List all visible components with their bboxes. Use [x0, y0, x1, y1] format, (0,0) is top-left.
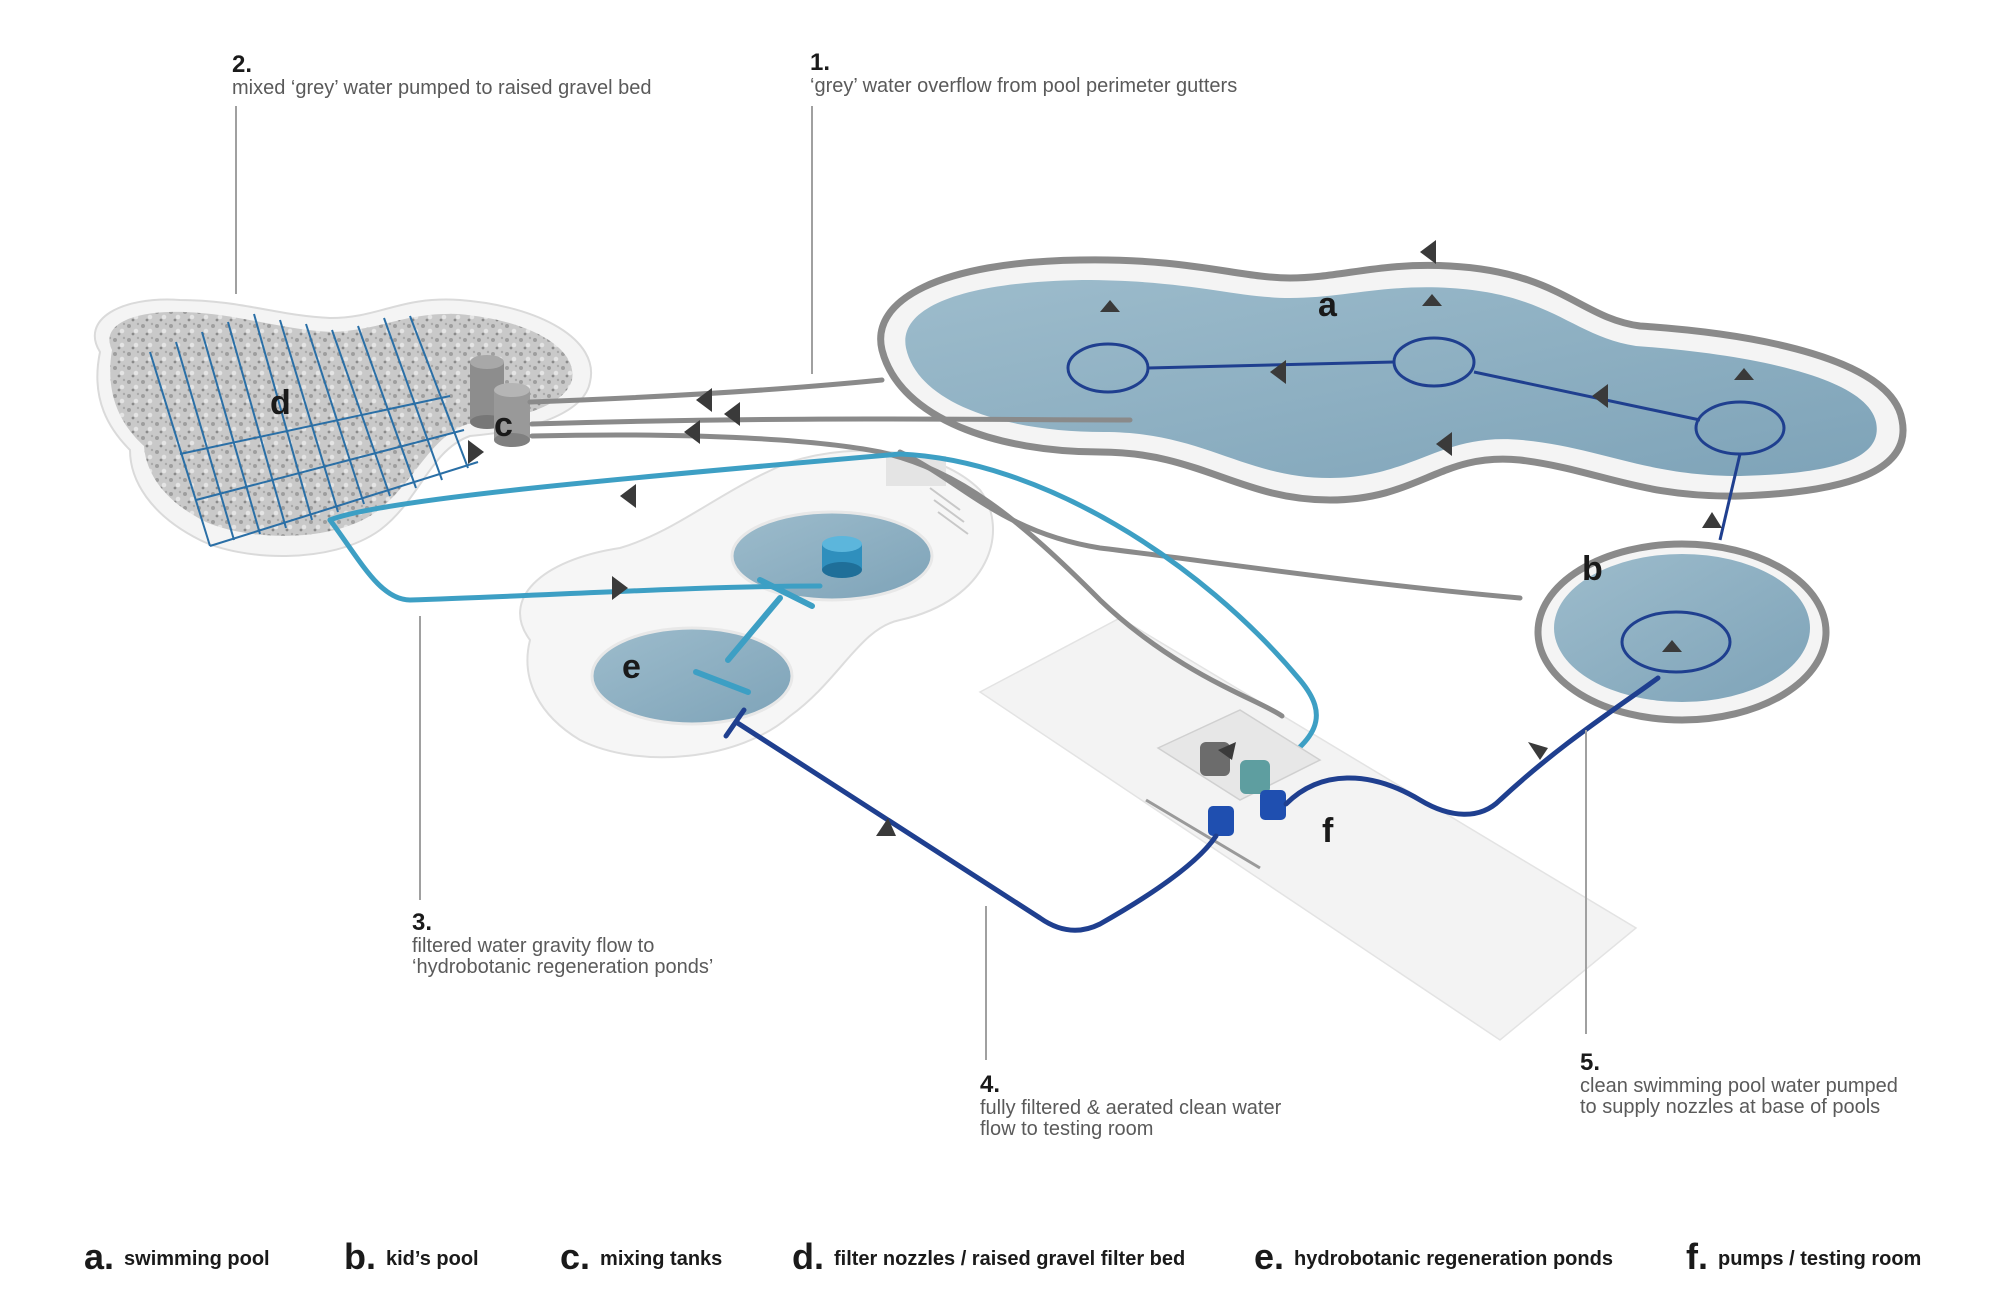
callout-text: to supply nozzles at base of pools	[1580, 1096, 1881, 1118]
callout-1-overflow: 1. ‘grey’ water overflow from pool perim…	[810, 50, 1237, 97]
callout-text: filtered water gravity flow to	[412, 935, 655, 957]
legend-label: mixing tanks	[600, 1248, 723, 1270]
callout-number: 2.	[232, 51, 253, 78]
gravel-filter-bed	[93, 298, 593, 558]
legend-label: swimming pool	[124, 1248, 270, 1270]
legend-item-d: d. filter nozzles / raised gravel filter …	[792, 1236, 1185, 1278]
callout-text: fully filtered & aerated clean water	[980, 1097, 1282, 1119]
blue-clean-water-pipes	[723, 675, 1661, 933]
legend-key: c.	[560, 1236, 591, 1277]
callout-number: 4.	[980, 1071, 1001, 1098]
callout-2-gravel-bed: 2. mixed ‘grey’ water pumped to raised g…	[232, 52, 651, 99]
legend-label: hydrobotanic regeneration ponds	[1294, 1248, 1613, 1270]
legend-key: f.	[1686, 1236, 1708, 1277]
callout-text: flow to testing room	[980, 1118, 1154, 1140]
pool-water	[905, 280, 1877, 478]
legend-label: kid’s pool	[386, 1248, 479, 1270]
pond-lower	[590, 626, 794, 726]
label-d-filter-bed: d	[270, 384, 291, 422]
callout-text: mixed ‘grey’ water pumped to raised grav…	[232, 77, 652, 99]
kids-pool-water	[1554, 554, 1810, 702]
pool-supply-nozzles	[1066, 336, 1786, 541]
callout-3-gravity-flow: 3. filtered water gravity flow to ‘hydro…	[412, 910, 713, 978]
legend-item-e: e. hydrobotanic regeneration ponds	[1254, 1236, 1613, 1278]
grey-overflow-pipes	[527, 377, 1523, 719]
legend-key: b.	[344, 1236, 376, 1277]
testing-room-slab	[978, 617, 1638, 1041]
callout-number: 1.	[810, 49, 831, 76]
callout-number: 5.	[1580, 1049, 1601, 1076]
legend-item-c: c. mixing tanks	[560, 1236, 722, 1278]
callout-text: ‘hydrobotanic regeneration ponds’	[412, 956, 714, 978]
legend-key: a.	[84, 1236, 115, 1277]
kids-pool	[1534, 540, 1830, 724]
callout-leader-lines	[235, 106, 1587, 1060]
legend-item-f: f. pumps / testing room	[1686, 1236, 1921, 1278]
mixing-tanks	[470, 355, 530, 447]
legend-key: d.	[792, 1236, 824, 1277]
filter-nozzle-grid	[149, 313, 479, 547]
label-b-kids-pool: b	[1582, 550, 1603, 588]
callout-4-clean-water: 4. fully filtered & aerated clean water …	[980, 1072, 1281, 1140]
legend-item-b: b. kid’s pool	[344, 1236, 479, 1278]
pump-room	[1145, 709, 1322, 870]
flow-arrows	[468, 240, 1754, 836]
callout-text: clean swimming pool water pumped	[1580, 1075, 1898, 1097]
legend-key: e.	[1254, 1236, 1285, 1277]
label-e-regeneration-ponds: e	[622, 648, 641, 686]
legend-label: pumps / testing room	[1718, 1248, 1922, 1270]
regeneration-ponds	[519, 449, 994, 759]
pond-aerator	[822, 536, 862, 578]
label-c-mixing-tanks: c	[494, 406, 513, 444]
callout-text: ‘grey’ water overflow from pool perimete…	[810, 75, 1238, 97]
legend: a. swimming pool b. kid’s pool c. mixing ta…	[0, 1236, 1998, 1286]
label-a-swimming-pool: a	[1318, 286, 1337, 324]
legend-label: filter nozzles / raised gravel filter be…	[834, 1248, 1186, 1270]
label-f-pumps: f	[1322, 812, 1334, 850]
gravel-surface	[109, 311, 573, 536]
callout-number: 3.	[412, 909, 433, 936]
teal-filtered-pipes	[327, 451, 1319, 779]
swimming-pool	[877, 256, 1907, 541]
legend-item-a: a. swimming pool	[84, 1236, 270, 1278]
callout-5-supply-nozzles: 5. clean swimming pool water pumped to s…	[1580, 1050, 1898, 1118]
